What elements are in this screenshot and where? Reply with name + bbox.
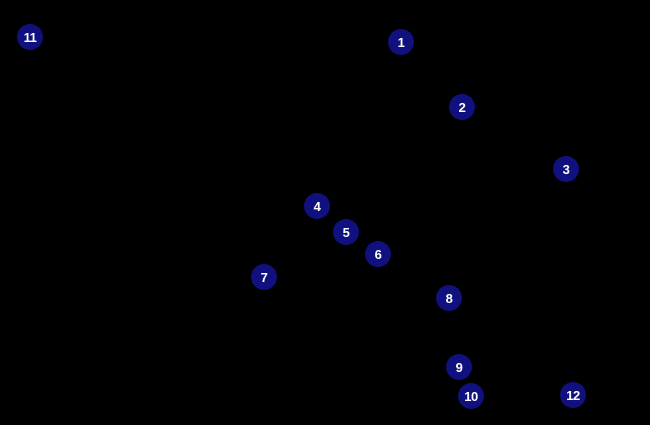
som-marker-1[interactable]: 1 <box>388 29 414 55</box>
som-marker-2[interactable]: 2 <box>449 94 475 120</box>
som-marker-11[interactable]: 11 <box>17 24 43 50</box>
som-marker-12[interactable]: 12 <box>560 382 586 408</box>
som-marker-9[interactable]: 9 <box>446 354 472 380</box>
som-marker-6[interactable]: 6 <box>365 241 391 267</box>
som-marker-3[interactable]: 3 <box>553 156 579 182</box>
som-marker-10[interactable]: 10 <box>458 383 484 409</box>
som-marker-4[interactable]: 4 <box>304 193 330 219</box>
som-marker-7[interactable]: 7 <box>251 264 277 290</box>
som-marker-8[interactable]: 8 <box>436 285 462 311</box>
som-marker-5[interactable]: 5 <box>333 219 359 245</box>
